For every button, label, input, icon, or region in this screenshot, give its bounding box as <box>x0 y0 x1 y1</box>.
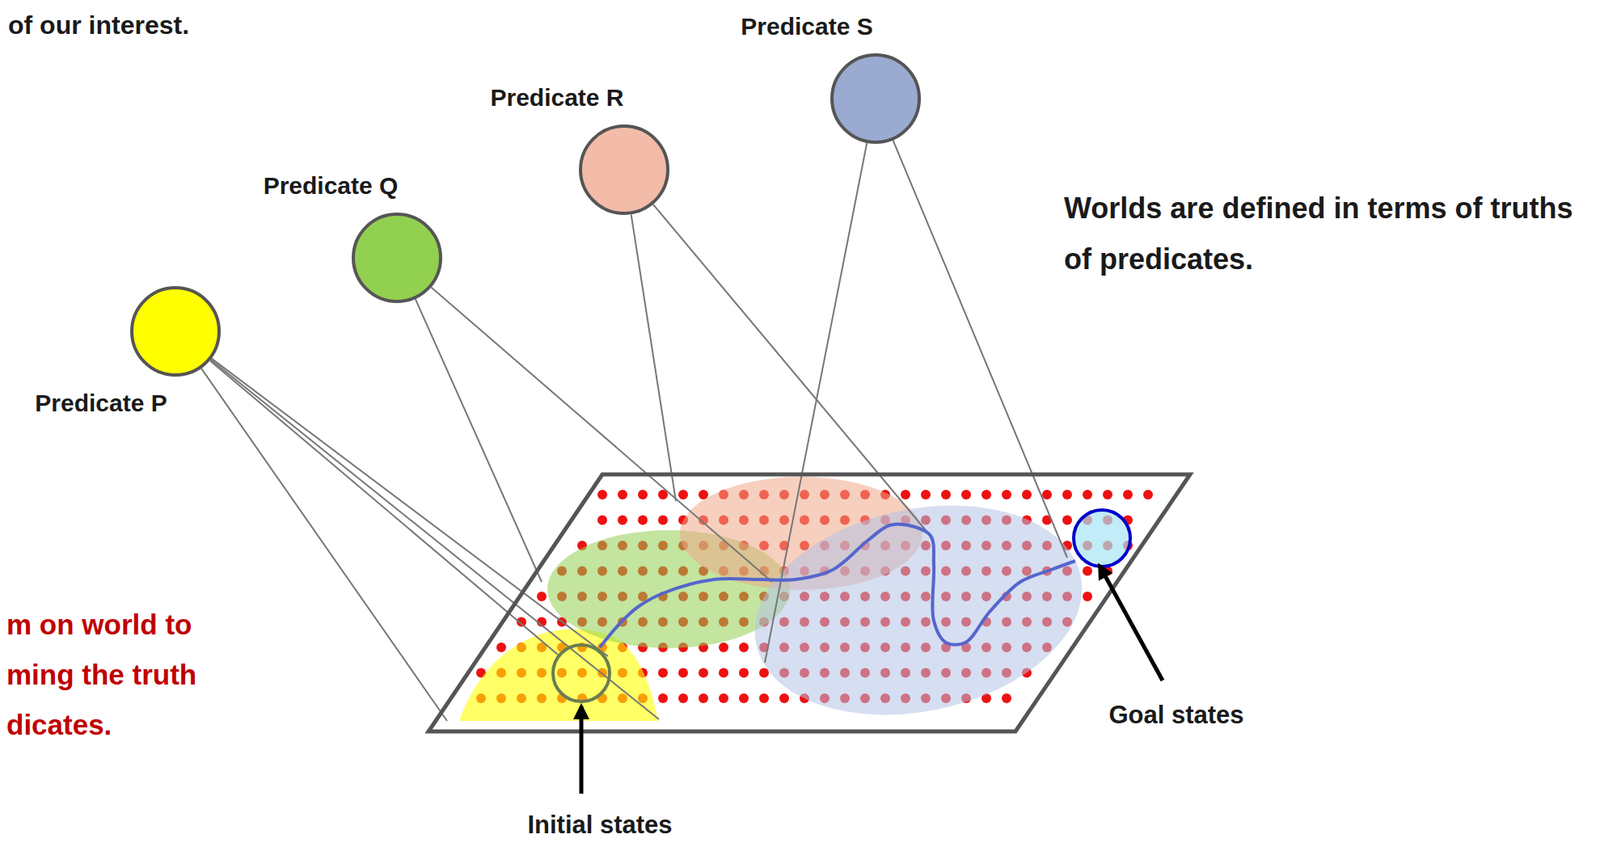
predicate-circle <box>577 122 672 217</box>
state-dot <box>1122 489 1133 500</box>
state-dot <box>658 668 668 679</box>
goal-arrow <box>1099 565 1163 681</box>
note-fragment: m on world to ming the truth dicates. <box>6 599 250 751</box>
state-dot <box>597 515 608 526</box>
state-dot <box>597 489 608 500</box>
predicate-regions <box>459 477 1102 744</box>
leader-line <box>764 143 867 663</box>
state-dot <box>617 489 628 500</box>
predicate-node: Predicate P <box>46 284 305 418</box>
region-s <box>734 477 1102 744</box>
predicate-node: Predicate S <box>746 12 1005 147</box>
predicate-circle <box>828 51 923 146</box>
predicate-circle <box>128 284 223 379</box>
predicate-node: Predicate R <box>494 84 754 218</box>
predicate-label: Predicate P <box>34 389 167 418</box>
state-dot <box>698 693 709 704</box>
state-dot <box>1082 489 1093 500</box>
state-dot <box>678 489 689 500</box>
state-dot <box>759 693 769 704</box>
initial-region <box>553 645 610 702</box>
state-dot <box>1143 489 1153 500</box>
predicate-circle-shape <box>831 54 920 143</box>
state-dot <box>961 489 971 500</box>
state-dot <box>920 489 931 500</box>
world-plane <box>428 474 1191 732</box>
state-dot <box>617 515 628 526</box>
leader-line <box>653 204 930 536</box>
state-dot <box>718 642 729 653</box>
state-dot <box>1062 489 1073 500</box>
leader-line <box>430 287 773 583</box>
state-dot <box>536 591 547 602</box>
note-text: Worlds are defined in terms of truths of… <box>1063 182 1590 285</box>
state-dot <box>718 693 729 704</box>
state-dot <box>779 693 790 704</box>
state-dot <box>1001 489 1012 500</box>
state-dot <box>1062 515 1073 526</box>
predicate-circle-shape <box>353 214 441 302</box>
state-dot <box>637 515 648 526</box>
predicate-label: Predicate S <box>740 12 873 42</box>
state-dot <box>658 693 668 704</box>
goal-region <box>1073 510 1131 567</box>
leader-line <box>893 140 1068 558</box>
initial-arrow <box>579 706 584 794</box>
state-dot <box>698 668 709 679</box>
leader-line <box>210 360 558 655</box>
state-dot <box>941 489 951 500</box>
state-dot <box>759 668 769 679</box>
leader-line <box>631 214 676 502</box>
predicate-circle-shape <box>131 287 220 376</box>
state-dot <box>738 668 749 679</box>
leader-line <box>211 359 659 720</box>
state-dot <box>678 693 689 704</box>
state-dot <box>738 642 749 653</box>
leader-line <box>201 368 448 722</box>
state-dot <box>981 489 992 500</box>
predicate-circle-shape <box>580 126 668 214</box>
predicate-label: Predicate Q <box>263 172 399 201</box>
state-dot <box>637 489 648 500</box>
leader-line <box>211 358 608 657</box>
state-dot <box>678 668 689 679</box>
plan-path <box>599 523 1076 648</box>
state-dot <box>1082 591 1093 602</box>
goal-label: Goal states <box>1108 700 1244 731</box>
state-dot <box>658 515 668 526</box>
heading-fragment: of our interest. <box>8 9 190 41</box>
state-dot <box>1082 566 1093 577</box>
state-dot <box>1042 489 1052 500</box>
state-dot <box>1001 693 1012 704</box>
predicate-node: Predicate Q <box>267 172 527 306</box>
state-dot <box>496 642 507 653</box>
state-dot <box>900 489 911 500</box>
state-dot <box>1102 489 1113 500</box>
predicate-label: Predicate R <box>489 84 624 113</box>
state-dot <box>718 668 729 679</box>
state-dot <box>1021 489 1032 500</box>
predicate-circle <box>350 211 444 305</box>
initial-label: Initial states <box>527 810 672 841</box>
state-dot <box>738 693 749 704</box>
